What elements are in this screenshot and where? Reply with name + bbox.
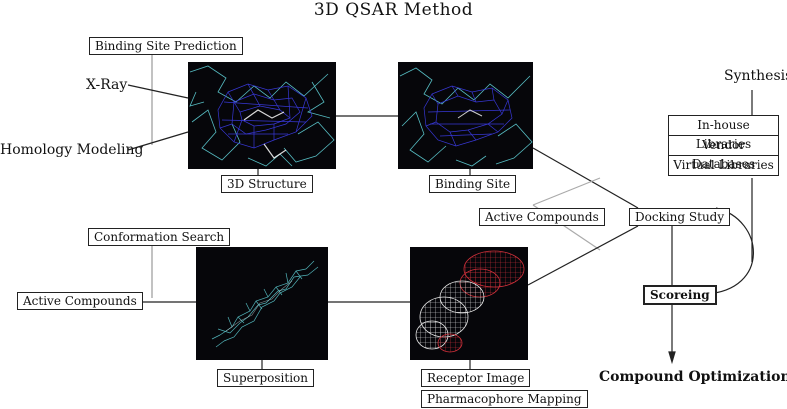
line-loop [705,207,754,295]
page-title: 3D QSAR Method [313,0,474,20]
binding-site-panel [398,62,533,169]
binding-site-prediction-label: Binding Site Prediction [89,37,243,55]
superposition-caption: Superposition [217,369,314,387]
line-homology [127,131,189,151]
library-item: In-house Libraries [669,116,778,151]
conformation-search-label: Conformation Search [88,228,231,246]
white-mesh-region [415,280,485,353]
binding-site-image [399,67,533,167]
synthesis-label: Synthesis [724,68,787,84]
library-item: Virtual Libraries [673,158,774,172]
line-site-to-docking [532,147,639,209]
line-receptor-to-docking [527,225,639,286]
binding-site-caption: Binding Site [429,175,517,193]
xray-label: X-Ray [86,77,128,93]
superposition-image [211,260,319,348]
protein-structure-image [189,65,335,167]
pharmacophore-mapping-caption: Pharmacophore Mapping [421,390,588,408]
compound-optimization-label: Compound Optimization [599,369,787,385]
active-compounds-mid-label: Active Compounds [479,208,605,226]
line-xray [127,84,189,99]
docking-study-box: Docking Study [629,208,731,226]
superposition-panel [196,247,328,360]
structure-panel [188,62,336,169]
receptor-image-panel [410,247,528,360]
receptor-image-caption: Receptor Image [421,369,531,387]
arrowhead [668,351,676,365]
libraries-stack: In-house Libraries Vendor Databases Virt… [668,115,779,176]
library-item: Vendor Databases [669,136,778,171]
scoring-box: Scoreing [643,285,717,305]
structure-caption: 3D Structure [221,175,313,193]
line-active-upper [532,177,601,206]
active-compounds-left-label: Active Compounds [17,292,143,310]
homology-modeling-label: Homology Modeling [0,142,144,158]
receptor-mesh-image [415,250,525,353]
